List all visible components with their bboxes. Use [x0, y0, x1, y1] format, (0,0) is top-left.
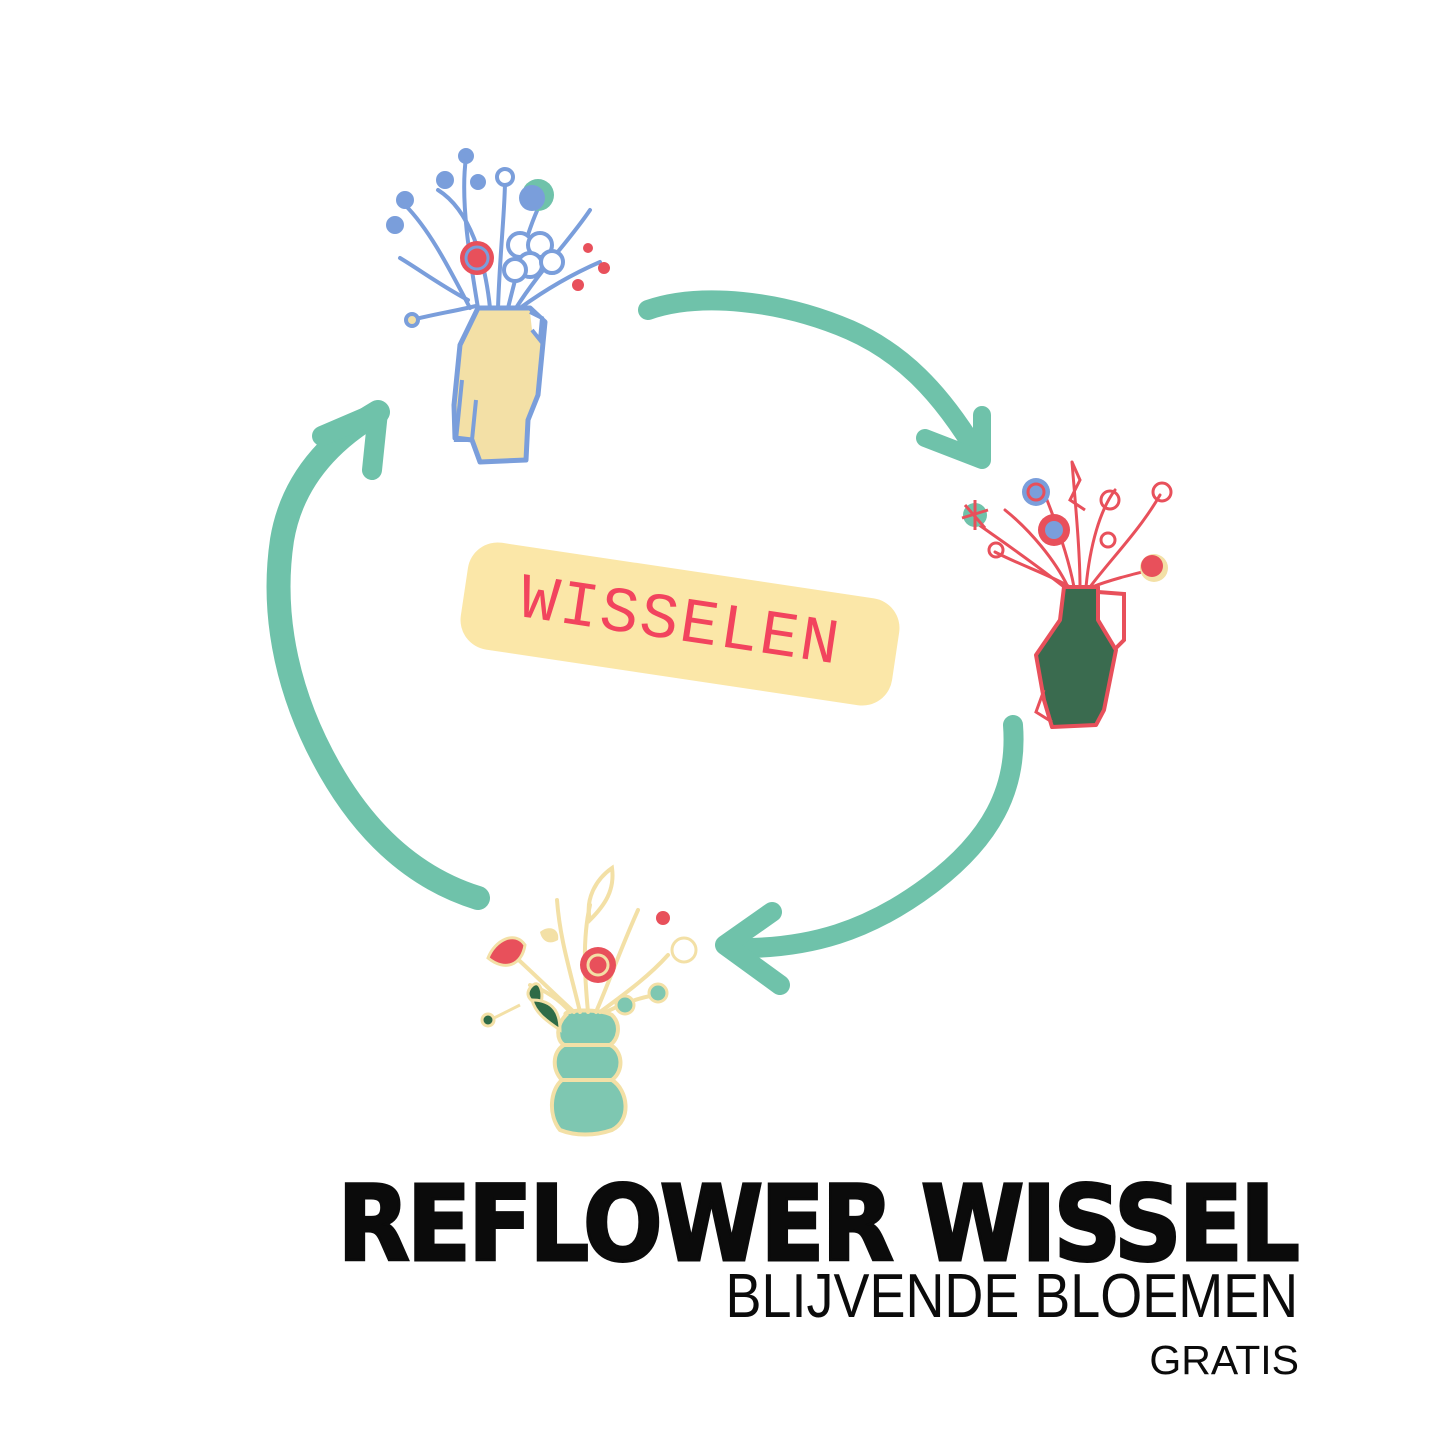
brand-subtitle: BLIJVENDE BLOEMEN [725, 1262, 1298, 1331]
arrow-right-to-bottom-icon [715, 715, 1024, 995]
arrow-bottom-to-top-icon [266, 400, 490, 910]
vase-bottom-illustration [480, 864, 698, 1137]
price-tagline: GRATIS [1149, 1337, 1299, 1383]
vase-right-illustration [961, 460, 1173, 729]
brand-title: REFLOWER WISSEL [336, 1163, 1301, 1285]
vase-top-illustration [386, 148, 610, 465]
arrow-top-to-right-icon [638, 290, 991, 469]
